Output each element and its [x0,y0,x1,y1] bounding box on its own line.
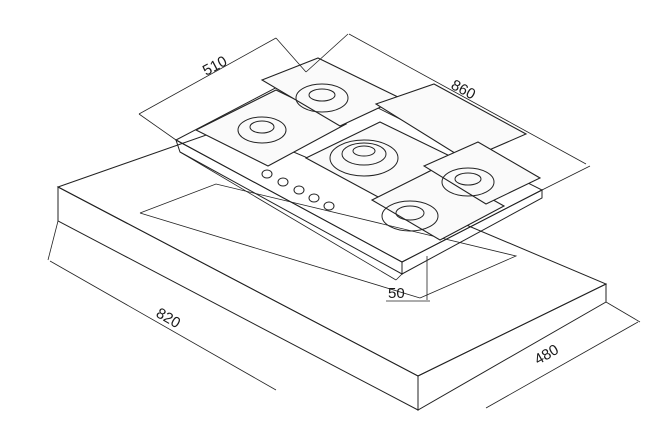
burner-icon [381,200,439,232]
ext-line [275,37,307,73]
dim-label-480: 480 [532,341,562,368]
dim-line-510 [138,37,277,115]
dim-line-860 [348,33,587,165]
dim-label-50: 50 [388,285,405,302]
hob-bottom-edge [179,151,397,281]
hob [174,57,544,281]
burner-cap-icon [454,172,482,186]
countertop-side-face [417,283,607,411]
burner-icon [329,139,399,177]
knob-icon [308,193,320,203]
cutout-front-edge [139,212,421,299]
ext-line [138,113,177,141]
ext-line [305,33,349,73]
control-knobs [261,169,335,211]
knob-icon [261,169,273,179]
grate-left [194,89,348,167]
knob-icon [323,201,335,211]
grate-right-back [374,83,528,161]
dim-label-510: 510 [200,53,230,80]
burner-icon [441,167,495,197]
grate-front-right [370,167,506,241]
pan-supports [194,57,542,241]
grate-right [422,141,542,205]
burner-cap-icon [395,205,425,221]
dim-line-480 [485,321,639,409]
burner-cap-icon [249,120,275,134]
hob-side-face [401,189,543,275]
cutout-outline [139,183,518,299]
burner-icon [295,83,349,113]
burner-cap-icon [352,145,376,157]
burners [237,83,495,232]
knob-icon [293,185,305,195]
hob-base-edge [395,273,403,281]
countertop-front-face [57,186,419,411]
dimension-lines [47,33,641,409]
dim-label-820: 820 [153,305,183,332]
countertop [56,125,608,411]
ext-line [541,165,591,191]
dim-line-820 [49,260,277,391]
burner-cap-icon [308,88,336,102]
knob-icon [277,177,289,187]
burner-icon [237,116,287,144]
burner-ring-icon [341,142,387,166]
ext-line [47,220,59,261]
ext-line [605,301,641,323]
